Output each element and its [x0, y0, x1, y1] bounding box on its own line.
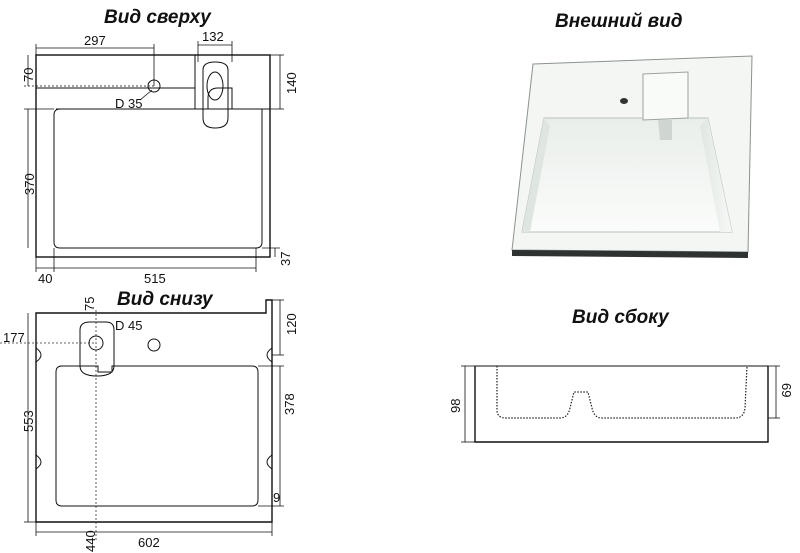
bottom-view-outline — [35, 299, 273, 523]
render-faucet-block — [642, 71, 689, 121]
top-view-drain-slot — [202, 61, 229, 129]
side-view-title: Вид сбоку — [572, 307, 670, 328]
mount-notch-left-bottom — [35, 454, 42, 470]
top-view-outline — [35, 54, 271, 258]
dim-370: 370 — [22, 173, 37, 195]
dim-d35: D 35 — [115, 96, 142, 111]
dim-70: 70 — [21, 68, 36, 82]
mount-notch-left-top — [35, 347, 42, 363]
external-view-title: Внешний вид — [555, 11, 683, 32]
dim-440: 440 — [83, 530, 98, 552]
bottom-view-tap-hole — [147, 338, 161, 352]
dim-378: 378 — [282, 393, 297, 415]
render-tap-hole — [620, 98, 628, 104]
side-view: Вид сбоку 98 69 — [448, 307, 794, 443]
dim-d45: D 45 — [115, 318, 142, 333]
top-view-bowl — [53, 87, 263, 249]
dim-40: 40 — [38, 271, 52, 286]
top-view: Вид сверху 297 132 70 140 D 35 — [21, 7, 299, 286]
bottom-view-drain-slot — [79, 321, 115, 377]
render-basin — [521, 117, 733, 233]
external-view: Внешний вид — [511, 11, 753, 258]
dim-297: 297 — [84, 33, 106, 48]
bottom-view-title: Вид снизу — [117, 289, 214, 310]
mount-notch-right-bottom — [266, 454, 273, 470]
render-sink-edge — [512, 250, 748, 258]
dim-69: 69 — [779, 383, 794, 397]
dim-553: 553 — [21, 410, 36, 432]
bottom-view: Вид снизу 75 D 45 120 177 378 553 — [0, 289, 299, 552]
side-view-basin-profile — [496, 365, 748, 419]
dim-75: 75 — [82, 297, 97, 311]
dim-177: 177 — [3, 330, 25, 345]
dim-9: 9 — [273, 490, 280, 505]
side-view-outline — [474, 366, 769, 443]
dim-132: 132 — [202, 29, 224, 44]
dim-140: 140 — [284, 72, 299, 94]
dim-120: 120 — [284, 313, 299, 335]
dim-98: 98 — [448, 399, 463, 413]
mount-notch-right-top — [266, 347, 273, 363]
bottom-view-bowl — [55, 365, 259, 507]
dim-602: 602 — [138, 535, 160, 550]
dim-515: 515 — [144, 271, 166, 286]
top-view-title: Вид сверху — [104, 7, 212, 28]
dim-37: 37 — [278, 252, 293, 266]
